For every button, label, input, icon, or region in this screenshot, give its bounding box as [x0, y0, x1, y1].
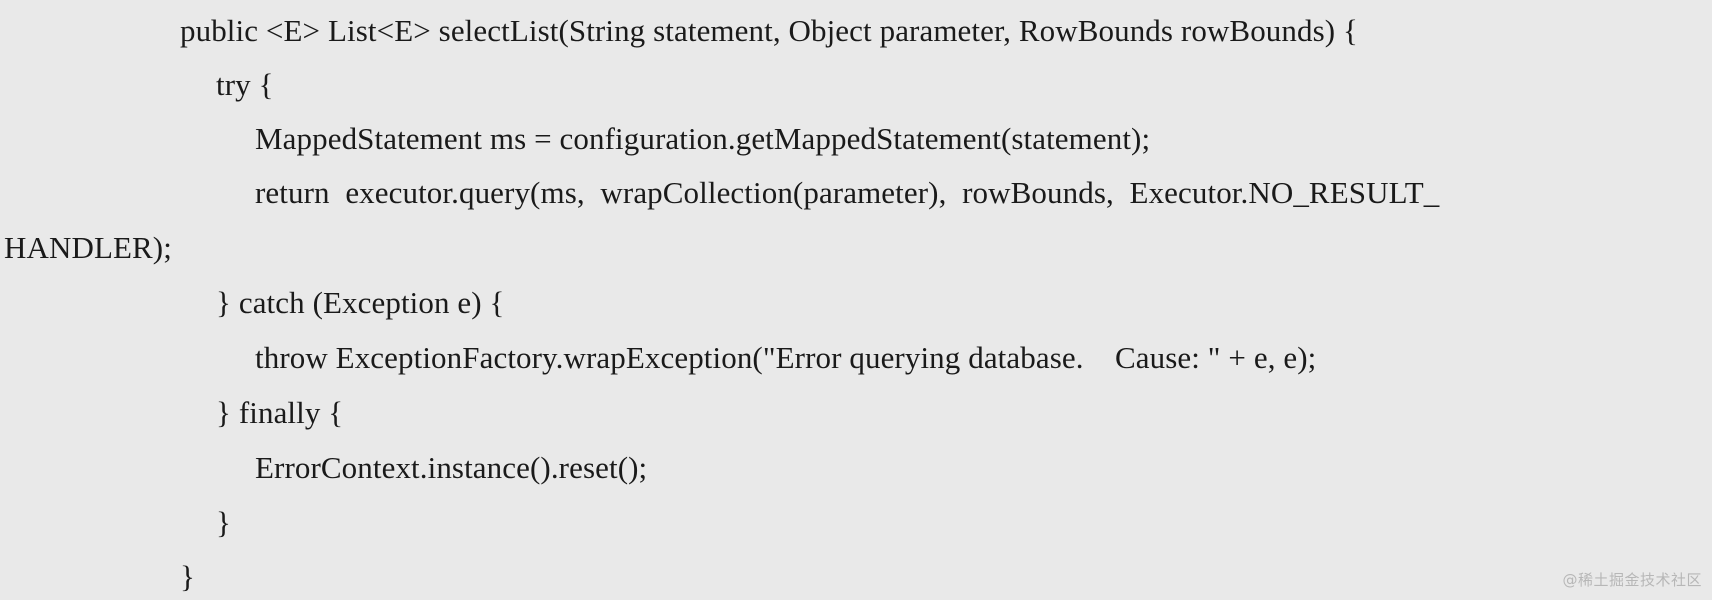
code-line-finally: } finally {: [216, 395, 344, 430]
code-line-try: try {: [216, 67, 274, 102]
code-line-return-query-continuation: HANDLER);: [4, 230, 172, 265]
watermark: @稀土掘金技术社区: [1562, 571, 1702, 589]
code-line-mapped-statement: MappedStatement ms = configuration.getMa…: [255, 121, 1151, 156]
code-line-throw: throw ExceptionFactory.wrapException("Er…: [255, 340, 1317, 375]
code-line-catch: } catch (Exception e) {: [216, 285, 505, 320]
code-line-method-signature: public <E> List<E> selectList(String sta…: [180, 13, 1359, 48]
code-line-close-method: }: [180, 559, 195, 594]
code-line-reset: ErrorContext.instance().reset();: [255, 450, 648, 485]
code-line-close-finally: }: [216, 505, 231, 540]
code-line-return-query: return executor.query(ms, wrapCollection…: [255, 175, 1440, 210]
